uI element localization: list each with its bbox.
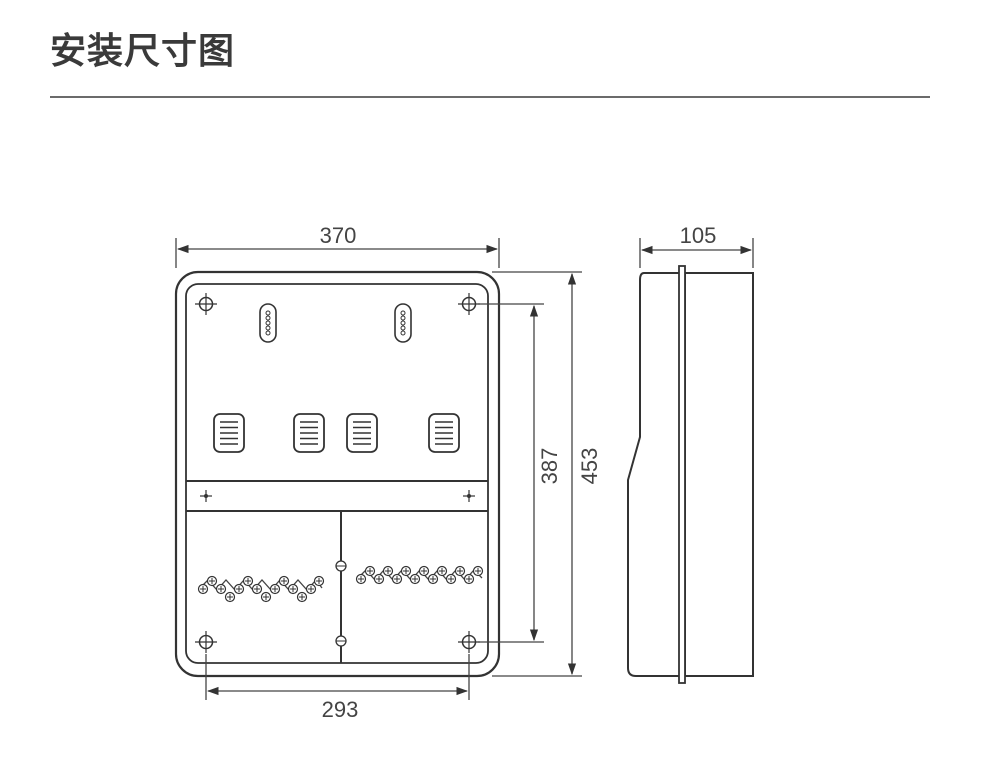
side-flange <box>678 265 686 684</box>
dimension-width-holes: 293 <box>205 654 470 722</box>
side-body <box>627 272 681 677</box>
dimension-width-total: 370 <box>175 223 500 268</box>
dimension-depth: 105 <box>639 223 754 268</box>
dimension-label-370: 370 <box>320 223 357 248</box>
center-screw-lower <box>335 635 347 647</box>
front-view <box>174 270 501 678</box>
side-view <box>627 265 754 684</box>
terminal-strip-left <box>197 575 325 603</box>
side-cover <box>684 272 754 677</box>
meter-window-1 <box>213 413 245 453</box>
meter-window-4 <box>428 413 460 453</box>
meter-window-3 <box>346 413 378 453</box>
dimension-height-total: 453 <box>492 271 602 677</box>
dimension-height-holes: 387 <box>478 303 562 643</box>
dimension-label-293: 293 <box>322 697 359 722</box>
dimension-label-453: 453 <box>577 448 602 485</box>
title-divider <box>50 96 930 98</box>
front-inner-panel <box>185 283 489 664</box>
front-outer-shell <box>174 270 501 678</box>
dimension-label-387: 387 <box>537 448 562 485</box>
terminal-strip-right <box>355 565 484 585</box>
center-screw-upper <box>335 560 347 572</box>
indicator-slot-right <box>394 303 412 343</box>
indicator-slot-left <box>259 303 277 343</box>
meter-window-2 <box>293 413 325 453</box>
dimension-label-105: 105 <box>680 223 717 248</box>
page-title: 安装尺寸图 <box>50 31 236 72</box>
